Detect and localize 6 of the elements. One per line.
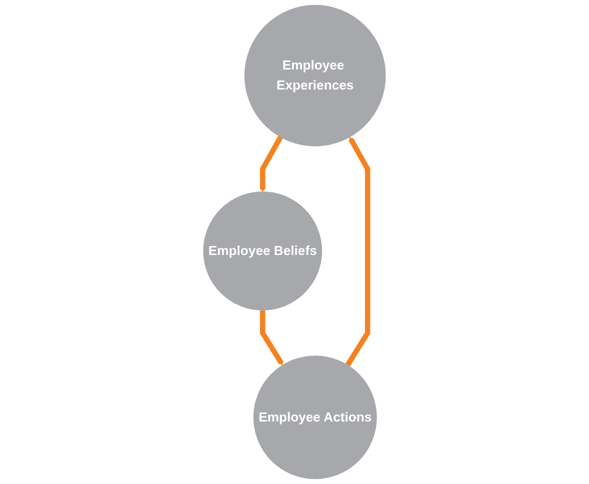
arrow [260, 136, 283, 192]
arrow [260, 310, 284, 366]
node-circle: Employee Beliefs [203, 192, 322, 310]
arrow [345, 136, 370, 367]
node-circle: Employee Actions [253, 356, 377, 480]
node-circle: Employee Experiences [244, 4, 386, 146]
